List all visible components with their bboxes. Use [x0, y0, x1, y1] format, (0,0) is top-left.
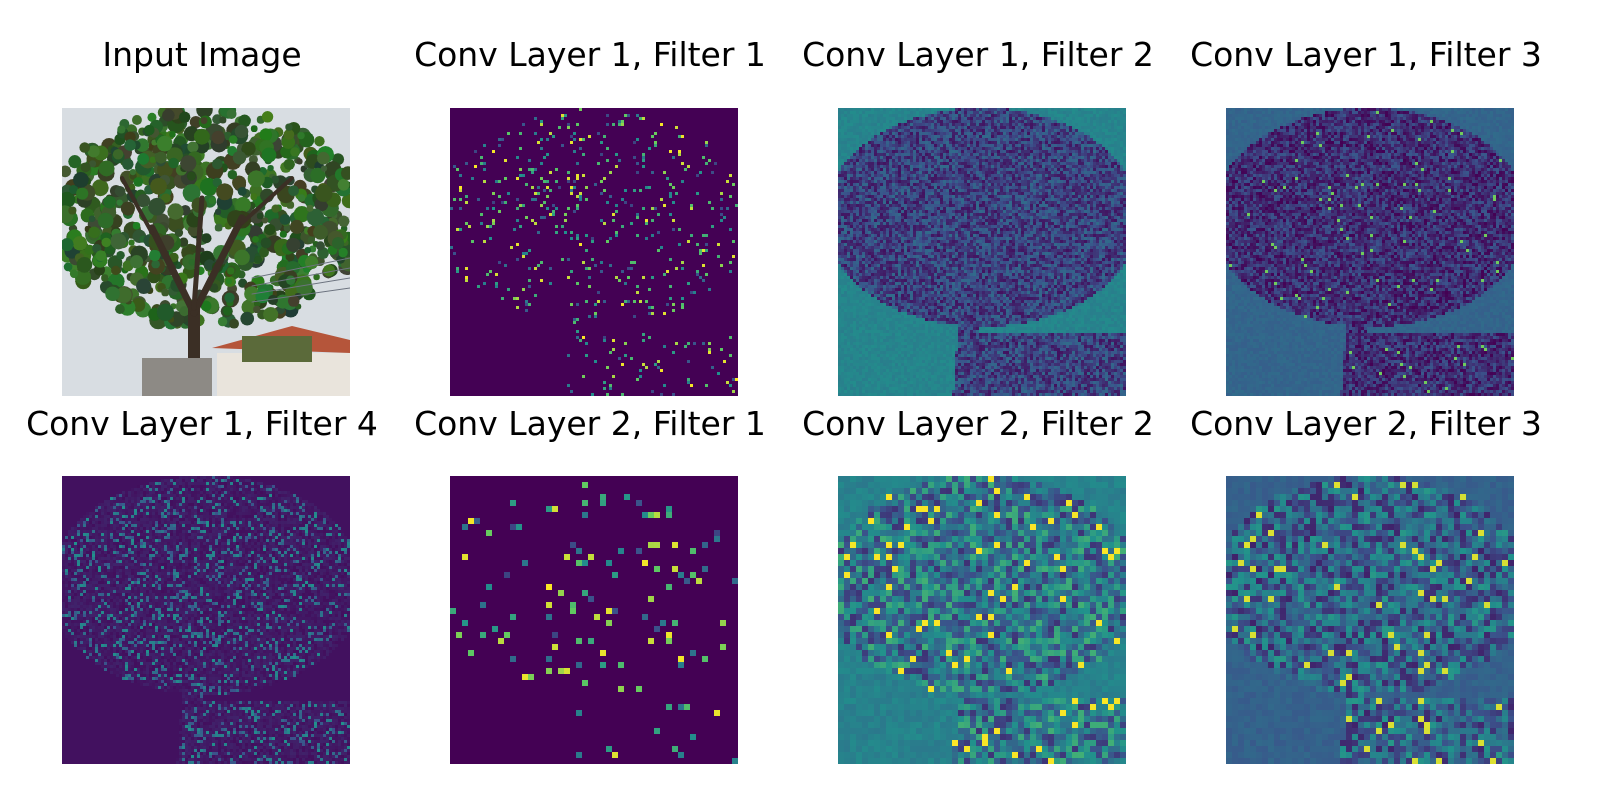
panel-title: Conv Layer 2, Filter 1: [414, 404, 766, 443]
panel-title: Conv Layer 1, Filter 4: [26, 404, 378, 443]
feature-map: [1226, 476, 1514, 764]
feature-map: [1226, 108, 1514, 396]
feature-map: [62, 476, 350, 764]
feature-map: [450, 108, 738, 396]
panel-title: Conv Layer 1, Filter 1: [414, 35, 766, 74]
feature-map: [838, 476, 1126, 764]
panel-title: Input Image: [102, 35, 302, 74]
panel-title: Conv Layer 2, Filter 3: [1190, 404, 1542, 443]
panel-title: Conv Layer 1, Filter 2: [802, 35, 1154, 74]
panel-title: Conv Layer 2, Filter 2: [802, 404, 1154, 443]
input-image: [62, 108, 350, 396]
feature-map: [450, 476, 738, 764]
panel-title: Conv Layer 1, Filter 3: [1190, 35, 1542, 74]
feature-map: [838, 108, 1126, 396]
